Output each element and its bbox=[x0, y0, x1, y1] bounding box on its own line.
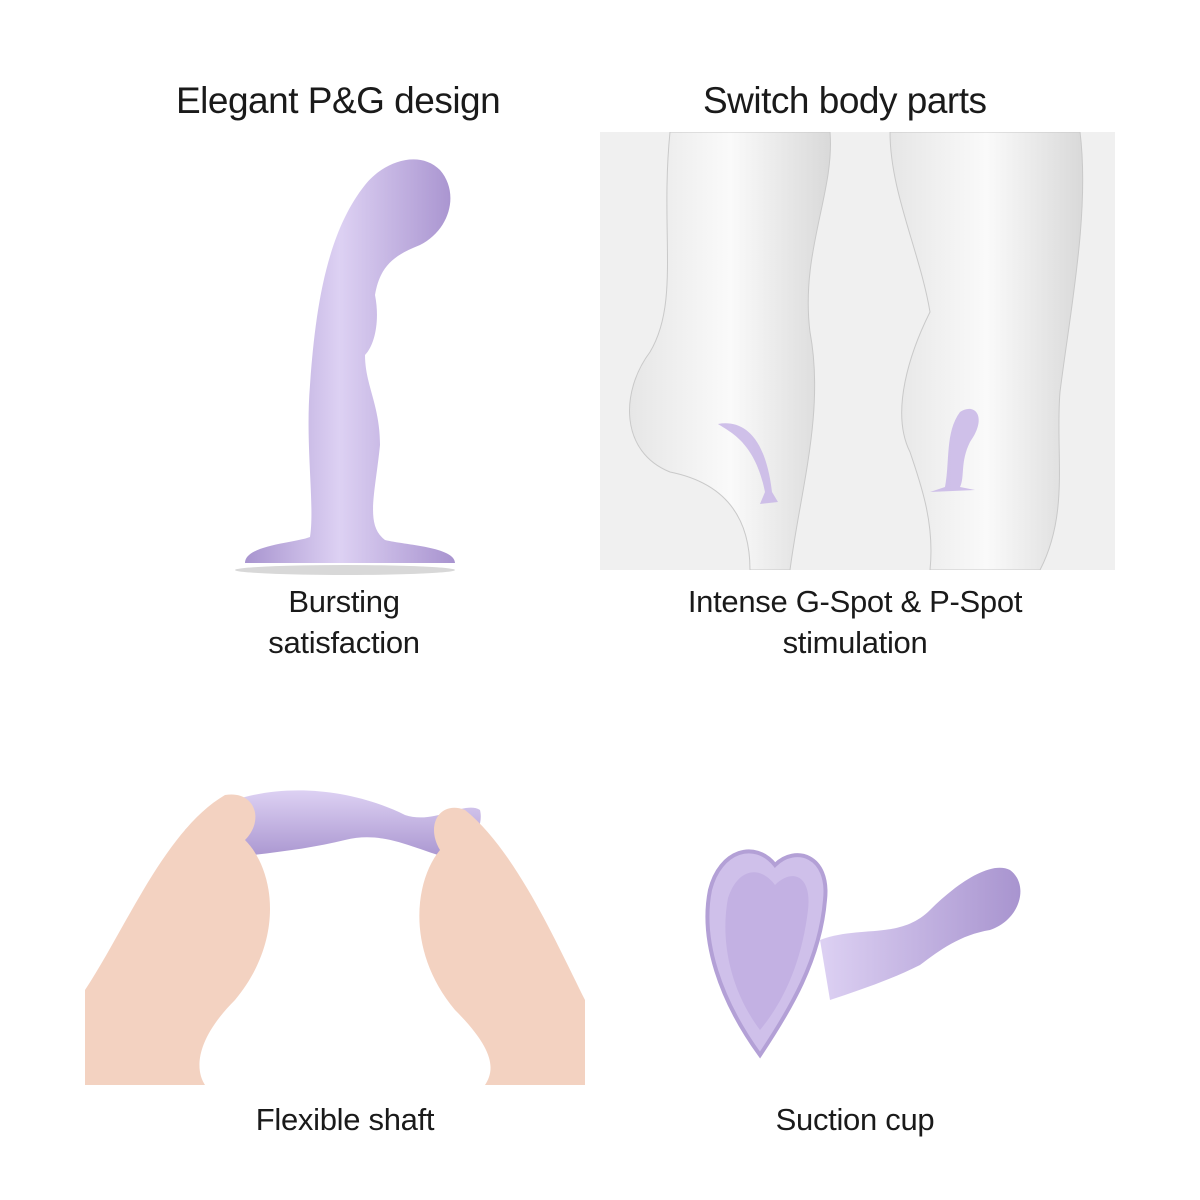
panel-title-design: Elegant P&G design bbox=[176, 80, 501, 121]
body-figures-image bbox=[600, 131, 1115, 571]
panel-title-body-parts: Switch body parts bbox=[703, 80, 987, 121]
caption-line: stimulation bbox=[782, 625, 928, 660]
caption-line: satisfaction bbox=[268, 625, 420, 660]
panel-caption-suction-cup: Suction cup bbox=[775, 1102, 935, 1137]
panel-caption-body-parts: Intense G-Spot & P-Spot stimulation bbox=[640, 581, 1070, 663]
product-upright-image bbox=[215, 145, 475, 575]
product-heart-base-image bbox=[700, 830, 1030, 1060]
caption-line: Intense G-Spot & P-Spot bbox=[687, 584, 1023, 619]
panel-caption-flexible: Flexible shaft bbox=[255, 1102, 435, 1137]
caption-line: Bursting bbox=[288, 584, 400, 619]
hands-bending-product-image bbox=[85, 770, 585, 1085]
panel-caption-design: Bursting satisfaction bbox=[214, 581, 474, 663]
